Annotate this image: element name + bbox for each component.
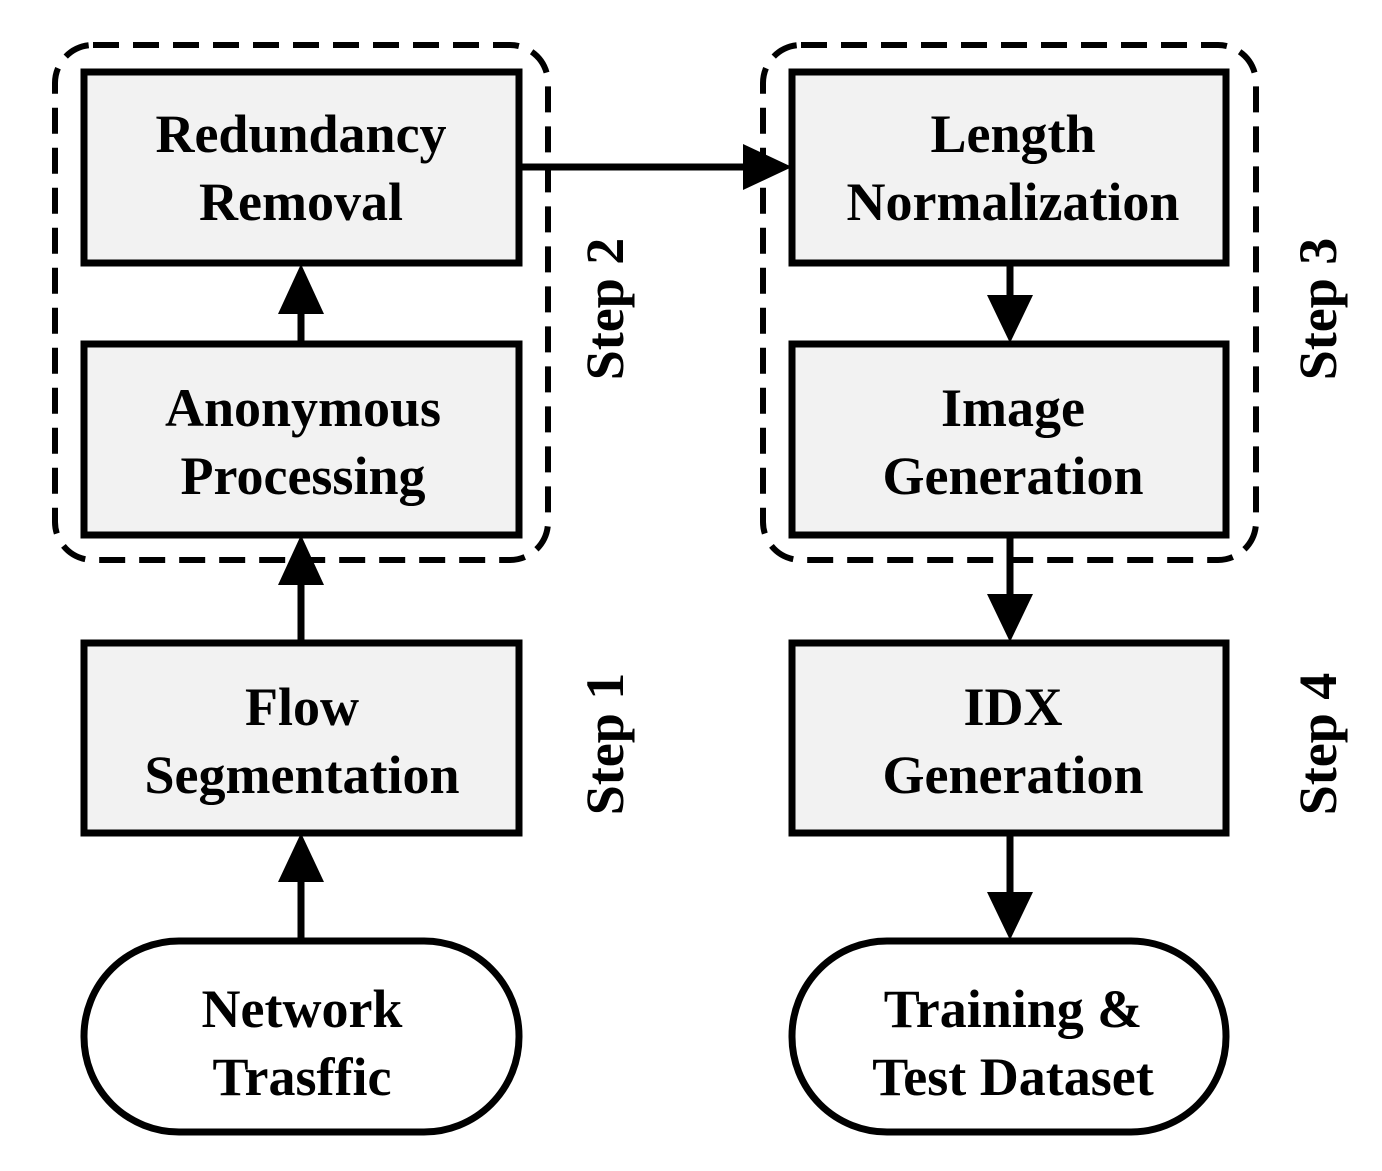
length-normalization-line2: Normalization	[847, 172, 1180, 232]
flow-segmentation-box	[80, 639, 523, 837]
image-generation-line1: Image	[941, 378, 1085, 438]
arrowhead-up-3	[278, 264, 324, 314]
arrowhead-right	[743, 144, 792, 190]
anonymous-processing-line1: Anonymous	[165, 378, 441, 438]
network-traffic-line1: Network	[202, 979, 403, 1039]
arrowhead-up-1	[278, 833, 324, 882]
training-test-dataset-line1: Training &	[884, 979, 1143, 1039]
flow-segmentation-line2: Segmentation	[145, 745, 460, 805]
redundancy-removal-line1: Redundancy	[155, 104, 446, 164]
arrowhead-down-3	[987, 892, 1033, 940]
length-normalization-box	[788, 68, 1230, 267]
network-traffic-terminal	[80, 937, 523, 1136]
training-test-dataset-line2: Test Dataset	[872, 1047, 1153, 1107]
redundancy-removal-line2: Removal	[199, 172, 403, 232]
flow-segmentation-line1: Flow	[245, 677, 359, 737]
step2-label: Step 2	[575, 238, 635, 381]
idx-generation-line2: Generation	[883, 745, 1144, 805]
arrowhead-down-1	[987, 295, 1033, 343]
redundancy-removal-box	[80, 68, 523, 267]
idx-generation-line1: IDX	[963, 677, 1062, 737]
idx-generation-box	[788, 639, 1230, 837]
step3-label: Step 3	[1288, 238, 1348, 381]
length-normalization-line1: Length	[930, 104, 1095, 164]
image-generation-box	[788, 340, 1230, 539]
arrowhead-up-2	[278, 535, 324, 585]
arrowhead-down-2	[987, 594, 1033, 642]
anonymous-processing-line2: Processing	[181, 446, 426, 506]
step1-label: Step 1	[575, 673, 635, 816]
network-traffic-line2: Trasffic	[213, 1047, 392, 1107]
step4-label: Step 4	[1288, 673, 1348, 816]
image-generation-line2: Generation	[883, 446, 1144, 506]
training-test-dataset-terminal	[788, 937, 1230, 1136]
anonymous-processing-box	[80, 340, 523, 539]
